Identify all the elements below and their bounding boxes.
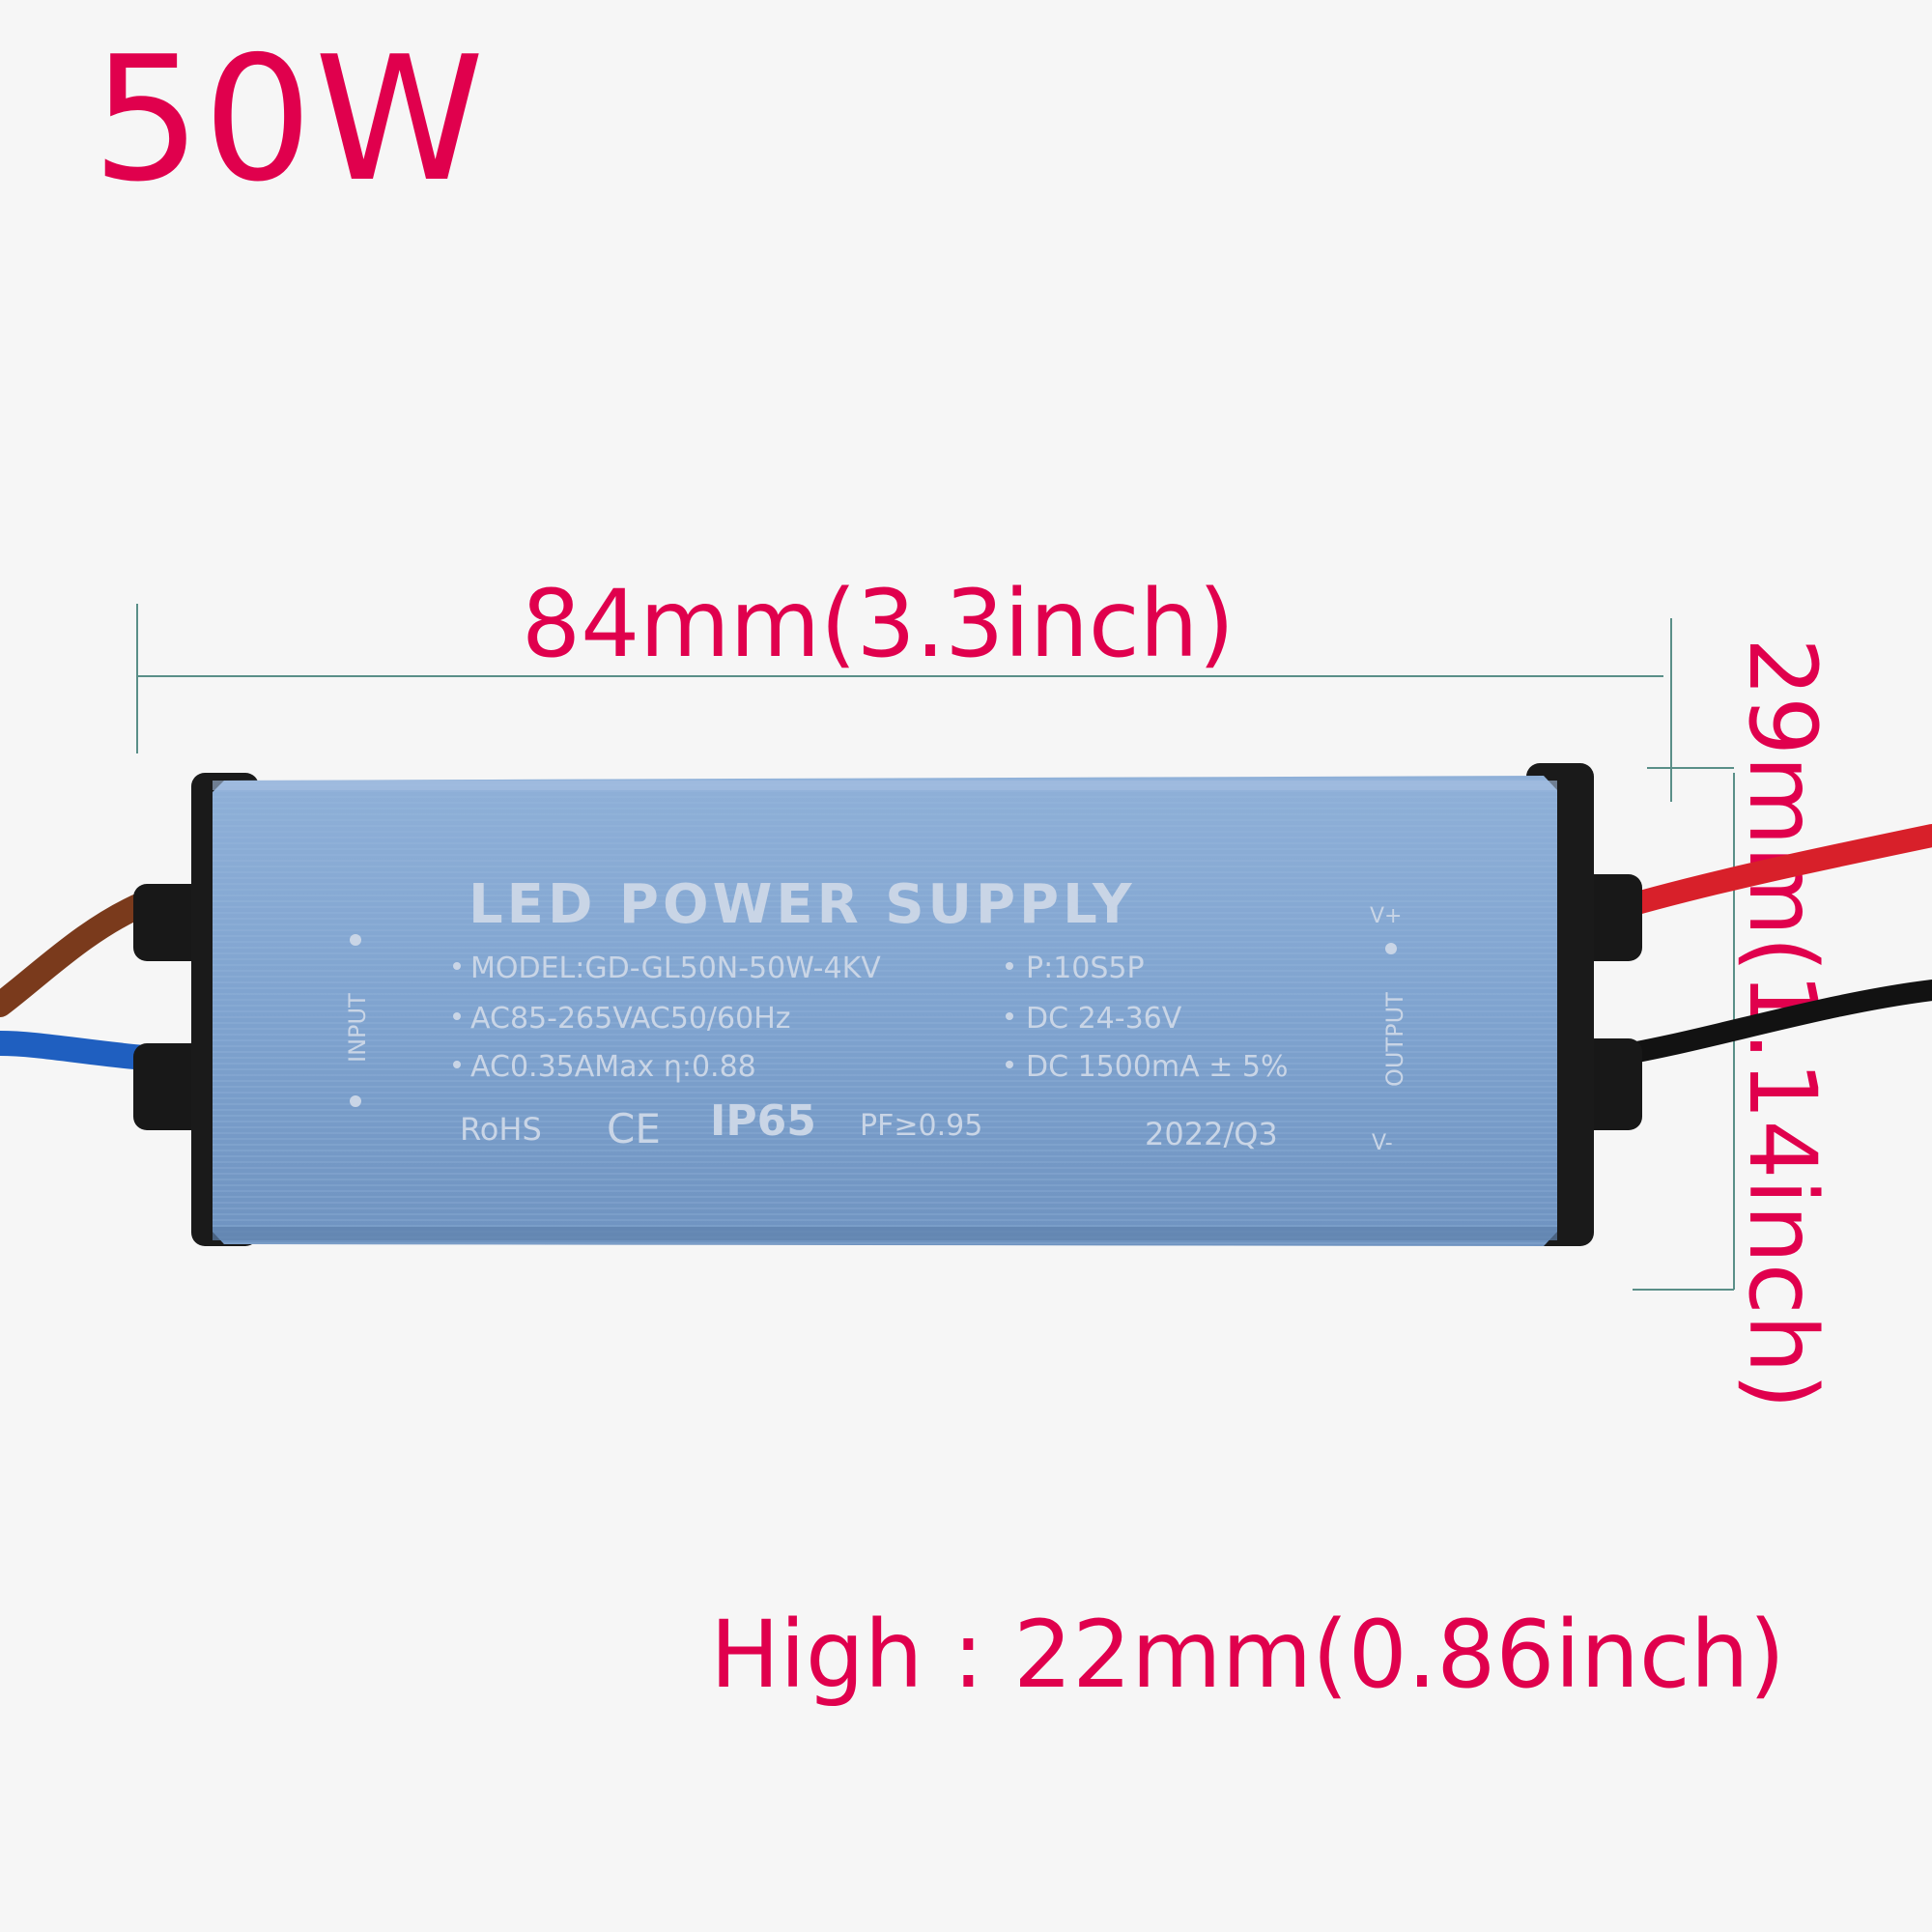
width-dimension-line: [136, 604, 1672, 802]
label-v-minus: V-: [1372, 1131, 1393, 1155]
label-title: LED POWER SUPPLY: [469, 873, 1136, 936]
input-dot-icon: [350, 934, 361, 946]
label-model: MODEL:GD-GL50N-50W-4KV: [470, 952, 881, 985]
case-label: LED POWER SUPPLY MODEL:GD-GL50N-50W-4KV …: [344, 873, 1408, 1155]
label-input-voltage: AC85-265VAC50/60Hz: [470, 1002, 791, 1036]
bullet-icon: [453, 962, 461, 970]
label-ip-rating: IP65: [710, 1096, 816, 1146]
width-dimension-label: 84mm(3.3inch): [522, 570, 1235, 678]
bullet-icon: [453, 1061, 461, 1068]
input-wires: [0, 891, 157, 1070]
label-config: P:10S5P: [1026, 952, 1145, 985]
label-input-side: INPUT: [344, 993, 371, 1063]
output-wires: [1592, 824, 1932, 1068]
label-output-side: OUTPUT: [1381, 992, 1408, 1087]
label-v-plus: V+: [1370, 904, 1402, 928]
aluminum-case: [213, 776, 1557, 1246]
bullet-icon: [1006, 962, 1013, 970]
output-dot-icon: [1385, 943, 1397, 954]
input-dot-icon: [350, 1095, 361, 1107]
height-dimension-label: High : 22mm(0.86inch): [710, 1601, 1785, 1709]
ce-mark-icon: CE: [607, 1105, 661, 1152]
wattage-heading: 50W: [92, 19, 487, 219]
label-power-factor: PF≥0.95: [860, 1109, 982, 1143]
label-input-current: AC0.35AMax η:0.88: [470, 1050, 756, 1084]
bullet-icon: [453, 1012, 461, 1020]
bullet-icon: [1006, 1061, 1013, 1068]
label-date: 2022/Q3: [1145, 1116, 1278, 1152]
bullet-icon: [1006, 1012, 1013, 1020]
label-output-voltage: DC 24-36V: [1026, 1002, 1182, 1036]
label-output-current: DC 1500mA ± 5%: [1026, 1050, 1288, 1084]
label-rohs: RoHS: [460, 1111, 542, 1148]
